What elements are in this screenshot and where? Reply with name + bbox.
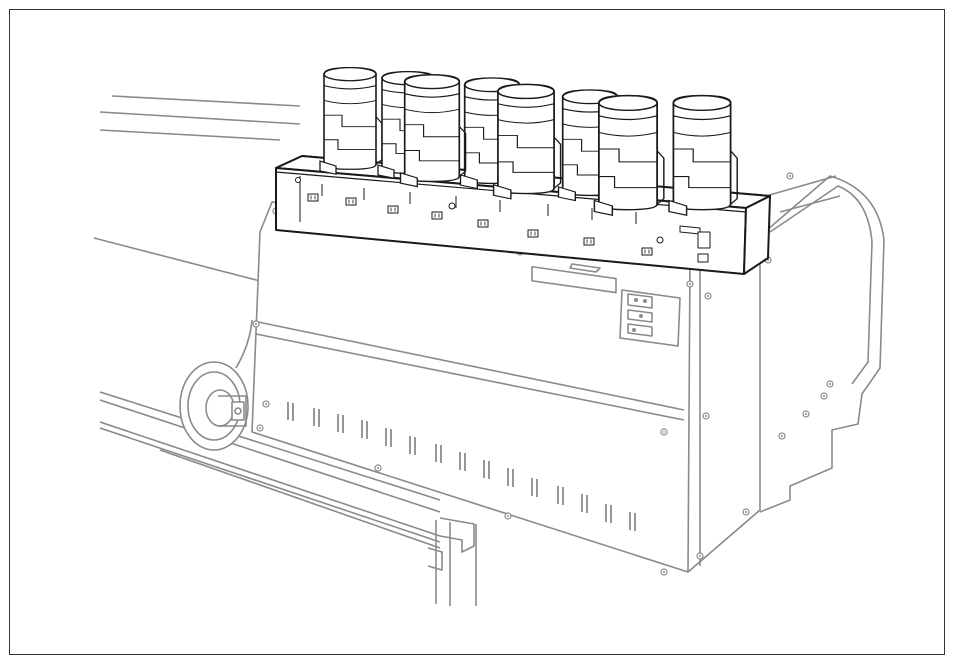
roll-holder (179, 319, 253, 451)
printer-body (93, 95, 885, 606)
vent-slots (287, 402, 636, 531)
ink-cartridge-5 (399, 73, 467, 188)
ink-cartridge-6 (492, 83, 562, 200)
ink-cartridge-8 (668, 94, 739, 217)
control-panel (619, 289, 681, 347)
ink-cartridge-7 (593, 94, 665, 217)
ink-cartridge-1 (319, 66, 383, 175)
